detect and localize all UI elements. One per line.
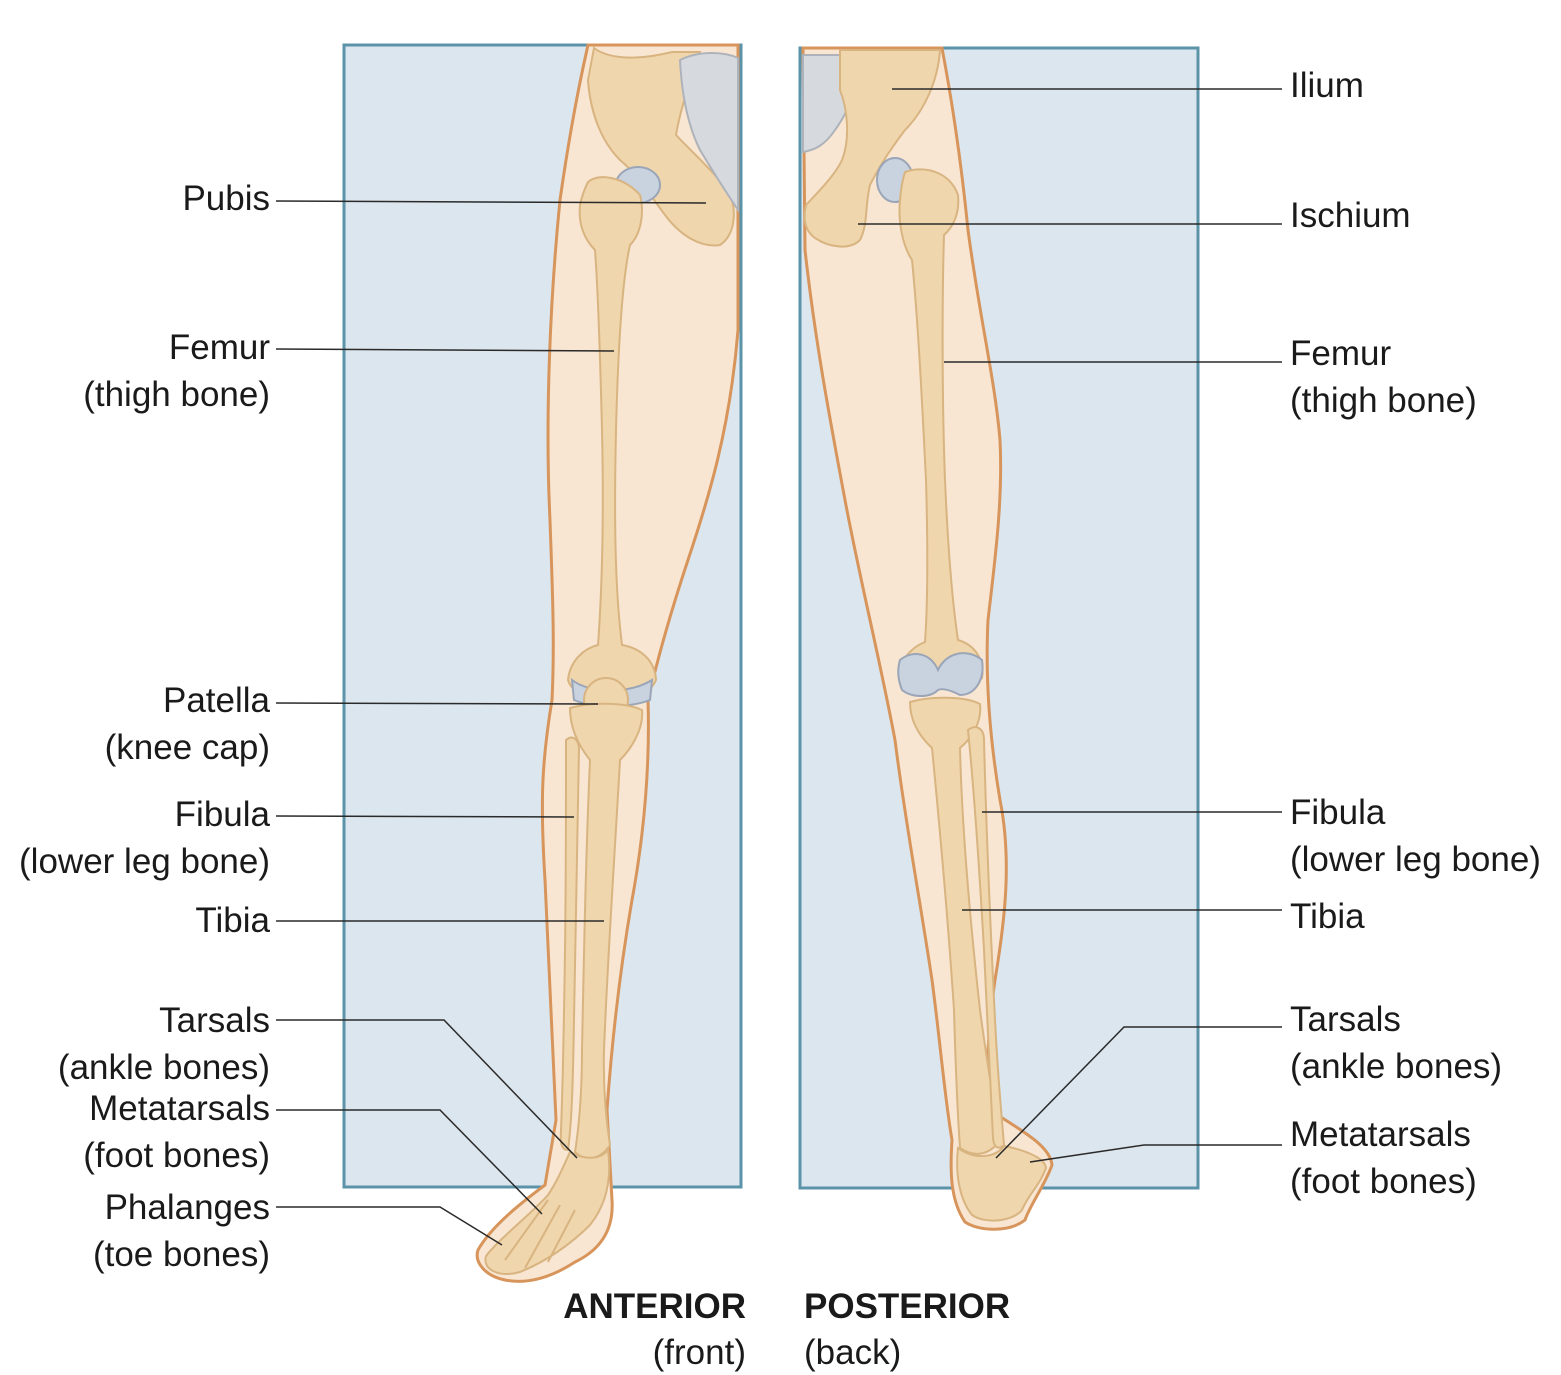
label-ilium-name: Ilium [1290,66,1364,105]
label-posterior-tarsals-desc: (ankle bones) [1290,1047,1503,1086]
posterior-ilium-bone [803,49,942,248]
anterior-toe-ray [504,1199,549,1261]
label-anterior-metatarsals-desc: (foot bones) [83,1136,270,1175]
leader-anterior-fibula [275,815,575,818]
label-patella-name: Patella [162,681,270,720]
label-phalanges: Phalanges (toe bones) [93,1184,270,1278]
label-anterior-femur-desc: (thigh bone) [83,375,270,414]
label-anterior-metatarsals-name: Metatarsals [89,1089,270,1128]
label-posterior-fibula-name: Fibula [1290,793,1386,832]
label-pubis: Pubis [182,175,270,222]
anterior-tibia-bone [568,702,644,1160]
anterior-toe-ray [524,1204,561,1269]
leader-posterior-metatarsals [1029,1144,1282,1163]
label-posterior-tibia: Tibia [1290,893,1365,940]
label-posterior-metatarsals-desc: (foot bones) [1290,1162,1477,1201]
label-pubis-name: Pubis [182,179,270,218]
label-posterior-tarsals: Tarsals (ankle bones) [1290,996,1502,1090]
leader-anterior-tarsals [276,1019,578,1159]
posterior-leader-lines [858,88,1282,1163]
label-anterior-fibula-name: Fibula [174,795,270,834]
label-anterior-tibia-name: Tibia [195,901,270,940]
posterior-title: POSTERIOR [804,1287,1011,1326]
label-posterior-tarsals-name: Tarsals [1290,1000,1401,1039]
leader-anterior-femur [275,348,615,352]
anterior-sacrum-bone [678,52,739,214]
label-ilium: Ilium [1290,62,1364,109]
label-anterior-tarsals-desc: (ankle bones) [57,1048,270,1087]
label-anterior-femur: Femur (thigh bone) [83,324,270,418]
anterior-title: ANTERIOR [563,1287,746,1326]
label-anterior-tibia: Tibia [195,897,270,944]
label-anterior-metatarsals: Metatarsals (foot bones) [83,1085,270,1179]
label-patella: Patella (knee cap) [105,677,270,771]
label-anterior-fibula-desc: (lower leg bone) [19,842,270,881]
posterior-view-title: POSTERIOR (back) [804,1284,1010,1375]
anterior-leader-lines [275,200,707,1246]
posterior-foot-bones [956,1144,1048,1222]
anterior-toe-ray [547,1209,576,1263]
posterior-subtitle: (back) [804,1333,902,1372]
anterior-subtitle: (front) [652,1333,746,1372]
label-posterior-tibia-name: Tibia [1290,897,1365,936]
label-anterior-femur-name: Femur [168,328,270,367]
leader-pubis [275,200,707,204]
label-posterior-femur-desc: (thigh bone) [1290,381,1477,420]
leader-posterior-tarsals [995,1026,1282,1159]
leader-patella [275,702,599,705]
label-ischium-name: Ischium [1290,196,1411,235]
label-posterior-fibula: Fibula (lower leg bone) [1290,789,1541,883]
label-phalanges-desc: (toe bones) [92,1235,270,1274]
label-posterior-femur-name: Femur [1290,334,1392,373]
label-posterior-metatarsals: Metatarsals (foot bones) [1290,1111,1477,1205]
leader-anterior-metatarsals [276,1109,543,1215]
anterior-pelvis-bone [586,46,735,247]
anterior-view-title: ANTERIOR (front) [563,1284,746,1375]
leader-phalanges [276,1206,503,1246]
posterior-knee-cartilage [897,652,984,697]
label-phalanges-name: Phalanges [104,1188,270,1227]
label-anterior-fibula: Fibula (lower leg bone) [19,791,270,885]
label-posterior-metatarsals-name: Metatarsals [1290,1115,1471,1154]
label-patella-desc: (knee cap) [104,728,270,767]
anterior-fibula-bone [559,736,581,1152]
label-anterior-tarsals: Tarsals (ankle bones) [58,997,270,1091]
label-posterior-femur: Femur (thigh bone) [1290,330,1477,424]
label-ischium: Ischium [1290,192,1411,239]
label-posterior-fibula-desc: (lower leg bone) [1290,840,1541,879]
label-anterior-tarsals-name: Tarsals [159,1001,270,1040]
